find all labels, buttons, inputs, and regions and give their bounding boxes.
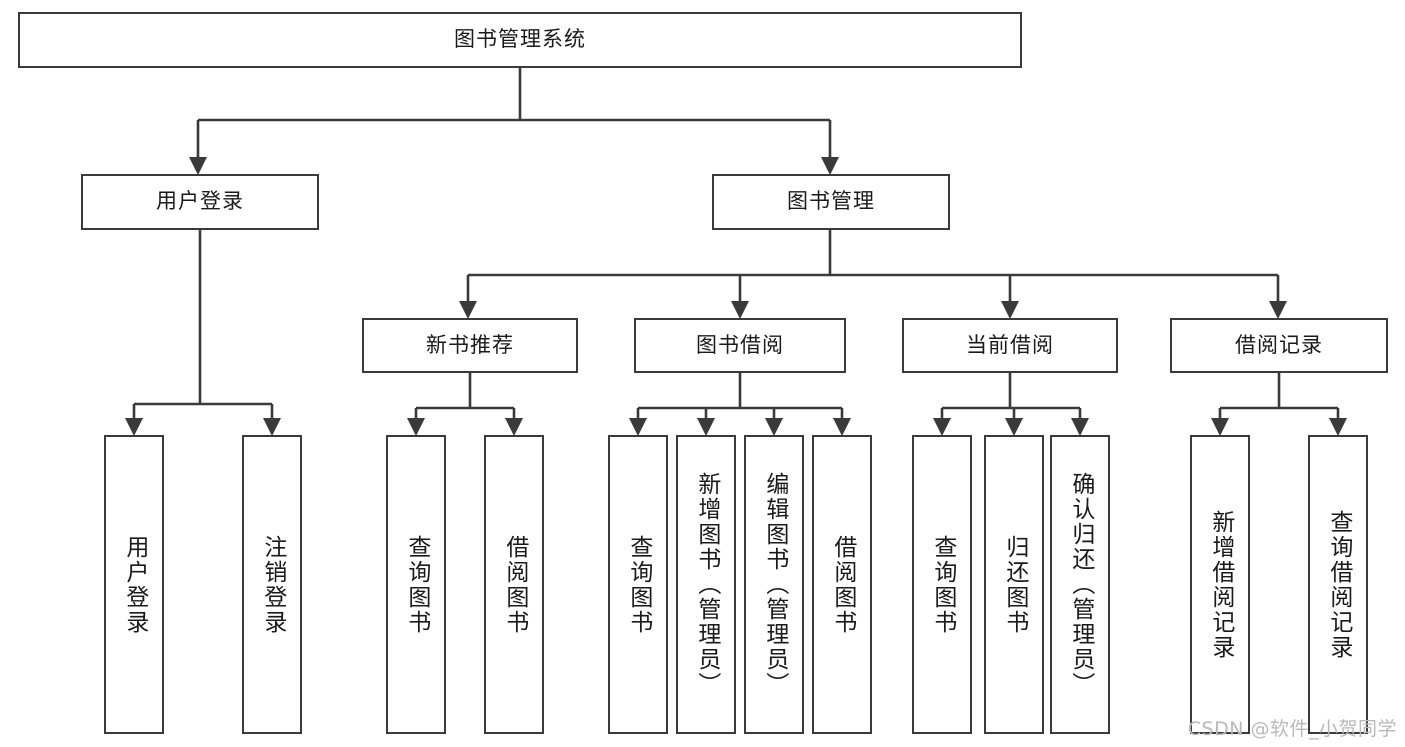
node-label: 新书推荐 xyxy=(426,332,514,357)
node-leaf-bb-edit[interactable]: 编辑图书（管理员） xyxy=(744,435,804,734)
node-label: 图书借阅 xyxy=(696,332,784,357)
node-label: 归还图书 xyxy=(1001,534,1028,635)
node-label: 用户登录 xyxy=(156,189,244,214)
node-leaf-br-add[interactable]: 新增借阅记录 xyxy=(1190,435,1250,734)
node-label: 新增借阅记录 xyxy=(1207,509,1234,660)
node-new-book-rec[interactable]: 新书推荐 xyxy=(362,318,578,373)
node-leaf-bb-borrow[interactable]: 借阅图书 xyxy=(812,435,872,734)
node-leaf-rec-borrow[interactable]: 借阅图书 xyxy=(484,435,544,734)
node-root[interactable]: 图书管理系统 xyxy=(18,12,1022,68)
node-book-borrow[interactable]: 图书借阅 xyxy=(634,318,846,373)
node-leaf-bb-add[interactable]: 新增图书（管理员） xyxy=(676,435,736,734)
node-leaf-user-login[interactable]: 用户登录 xyxy=(104,435,164,734)
node-leaf-cb-query[interactable]: 查询图书 xyxy=(912,435,972,734)
node-user-login[interactable]: 用户登录 xyxy=(81,174,319,230)
node-label: 当前借阅 xyxy=(966,332,1054,357)
node-label: 查询借阅记录 xyxy=(1325,509,1352,660)
node-leaf-cb-confirm[interactable]: 确认归还（管理员） xyxy=(1050,435,1110,734)
node-label: 借阅记录 xyxy=(1235,332,1323,357)
node-label: 确认归还（管理员） xyxy=(1067,472,1094,697)
node-leaf-br-query[interactable]: 查询借阅记录 xyxy=(1308,435,1368,734)
node-current-borrow[interactable]: 当前借阅 xyxy=(902,318,1118,373)
node-label: 查询图书 xyxy=(403,534,430,635)
node-label: 借阅图书 xyxy=(829,534,856,635)
node-label: 借阅图书 xyxy=(501,534,528,635)
node-leaf-rec-query[interactable]: 查询图书 xyxy=(386,435,446,734)
node-label: 注销登录 xyxy=(259,534,286,635)
node-leaf-user-logout[interactable]: 注销登录 xyxy=(242,435,302,734)
node-borrow-record[interactable]: 借阅记录 xyxy=(1170,318,1388,373)
node-label: 用户登录 xyxy=(121,534,148,635)
node-label: 新增图书（管理员） xyxy=(693,472,720,697)
node-label: 查询图书 xyxy=(929,534,956,635)
node-label: 图书管理系统 xyxy=(454,27,586,52)
node-label: 查询图书 xyxy=(625,534,652,635)
node-leaf-cb-return[interactable]: 归还图书 xyxy=(984,435,1044,734)
node-book-manage[interactable]: 图书管理 xyxy=(712,174,950,230)
node-leaf-bb-query[interactable]: 查询图书 xyxy=(608,435,668,734)
node-label: 编辑图书（管理员） xyxy=(761,472,788,697)
node-label: 图书管理 xyxy=(787,189,875,214)
